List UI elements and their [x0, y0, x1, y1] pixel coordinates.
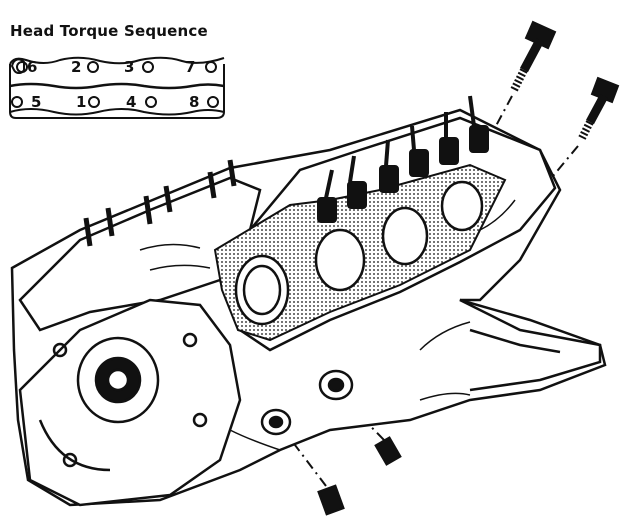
- sequence-bottom-4: 8: [189, 93, 200, 111]
- sequence-top-2: 2: [71, 58, 82, 76]
- sequence-top-1: 6: [27, 58, 38, 76]
- sequence-bottom-1: 5: [31, 93, 42, 111]
- sequence-bottom-2: 1: [76, 93, 87, 111]
- head-bolt-upper-right: [547, 76, 620, 183]
- valve-springs-right-bank: [317, 95, 489, 223]
- diagram-title: Head Torque Sequence: [10, 22, 208, 40]
- sequence-top-4: 7: [185, 58, 196, 76]
- head-bolt-upper-left: [467, 20, 557, 179]
- head-bolt-pattern-inset: [9, 56, 225, 119]
- bolt-hole-icon: [11, 61, 219, 108]
- sequence-top-3: 3: [124, 58, 135, 76]
- sequence-bottom-3: 4: [126, 93, 137, 111]
- head-studs-left-bank: [83, 159, 237, 247]
- block-shading: [139, 199, 516, 451]
- engine-block: [10, 108, 607, 507]
